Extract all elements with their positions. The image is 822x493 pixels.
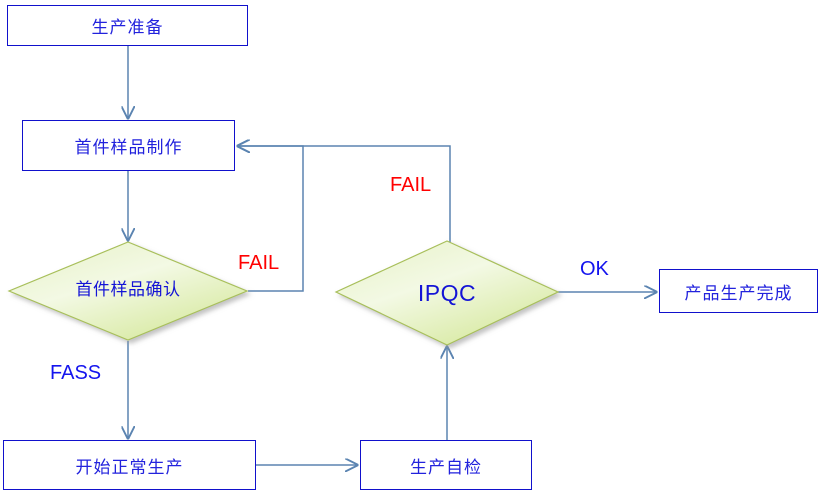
node-ipqc-label: IPQC: [417, 279, 477, 306]
node-production-self-check-label: 生产自检: [410, 457, 482, 478]
node-first-article-sample[interactable]: 首件样品制作: [22, 120, 235, 171]
edge-label-confirm-fail: FAIL: [238, 252, 280, 274]
node-first-article-confirm-label: 首件样品确认: [75, 280, 181, 301]
edge-label-ipqc-ok: OK: [580, 258, 609, 280]
edge-label-ipqc-fail: FAIL: [390, 174, 432, 196]
node-first-article-sample-label: 首件样品制作: [74, 138, 183, 158]
node-production-complete[interactable]: 产品生产完成: [659, 269, 818, 313]
node-production-complete-label: 产品生产完成: [684, 283, 793, 304]
node-start-normal-production-label: 开始正常生产: [75, 457, 184, 478]
node-first-article-confirm[interactable]: 首件样品确认: [9, 242, 247, 340]
edge-label-confirm-pass: FASS: [50, 362, 102, 384]
node-production-self-check[interactable]: 生产自检: [360, 440, 532, 490]
node-prep-label: 生产准备: [91, 18, 164, 38]
node-start-normal-production[interactable]: 开始正常生产: [3, 440, 256, 490]
node-ipqc[interactable]: IPQC: [336, 241, 558, 345]
node-prep[interactable]: 生产准备: [7, 5, 248, 46]
